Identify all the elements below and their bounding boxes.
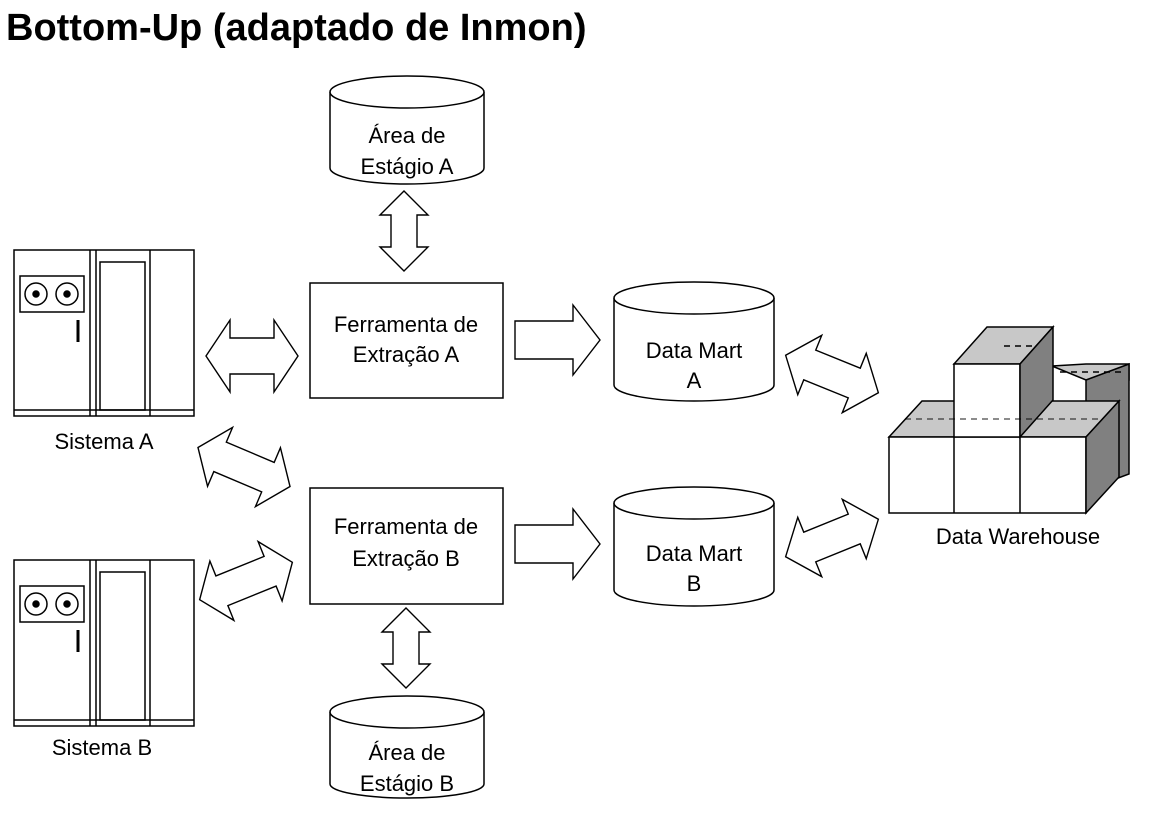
double-arrow-ferramenta-b-area-b <box>380 607 432 689</box>
double-arrow-data-mart-a-warehouse <box>784 333 880 415</box>
data-mart-b-label-line2: B <box>687 571 702 596</box>
arrow-ferramenta-b-data-mart-b <box>514 506 601 582</box>
ferramenta-b-label-line1: Ferramenta de <box>334 514 478 539</box>
area-estagio-b-cylinder <box>329 695 485 799</box>
data-warehouse-cubes-icon <box>887 325 1130 515</box>
double-arrow-sistema-a-ferramenta-b <box>197 425 291 509</box>
page-title: Bottom-Up (adaptado de Inmon) <box>6 7 587 49</box>
ferramenta-b-label-line2: Extração B <box>352 546 460 571</box>
sistema-b-server-icon <box>13 559 195 727</box>
arrow-ferramenta-a-data-mart-a <box>514 302 601 378</box>
ferramenta-extracao-a-box <box>309 282 504 399</box>
area-estagio-a-label-line2: Estágio A <box>361 154 454 179</box>
double-arrow-sistema-b-ferramenta-b <box>198 539 294 623</box>
double-arrow-sistema-a-ferramenta-a <box>205 317 299 395</box>
data-mart-b-cylinder <box>613 486 775 607</box>
data-mart-b-label-line1: Data Mart <box>646 541 743 566</box>
ferramenta-extracao-b-box <box>309 487 504 605</box>
sistema-a-label: Sistema A <box>54 429 153 454</box>
sistema-b-label: Sistema B <box>52 735 152 760</box>
area-estagio-b-label-line1: Área de <box>368 740 445 765</box>
double-arrow-area-a-ferramenta-a <box>378 190 430 272</box>
area-estagio-b-label-line2: Estágio B <box>360 771 454 796</box>
sistema-a-server-icon <box>13 249 195 417</box>
data-mart-a-cylinder <box>613 281 775 402</box>
ferramenta-a-label-line2: Extração A <box>353 342 460 367</box>
ferramenta-a-label-line1: Ferramenta de <box>334 312 478 337</box>
data-mart-a-label-line2: A <box>687 368 702 393</box>
data-warehouse-label: Data Warehouse <box>936 524 1100 549</box>
double-arrow-data-mart-b-warehouse <box>784 497 880 579</box>
data-mart-a-label-line1: Data Mart <box>646 338 743 363</box>
area-estagio-a-label-line1: Área de <box>368 123 445 148</box>
area-estagio-a-cylinder <box>329 75 485 185</box>
